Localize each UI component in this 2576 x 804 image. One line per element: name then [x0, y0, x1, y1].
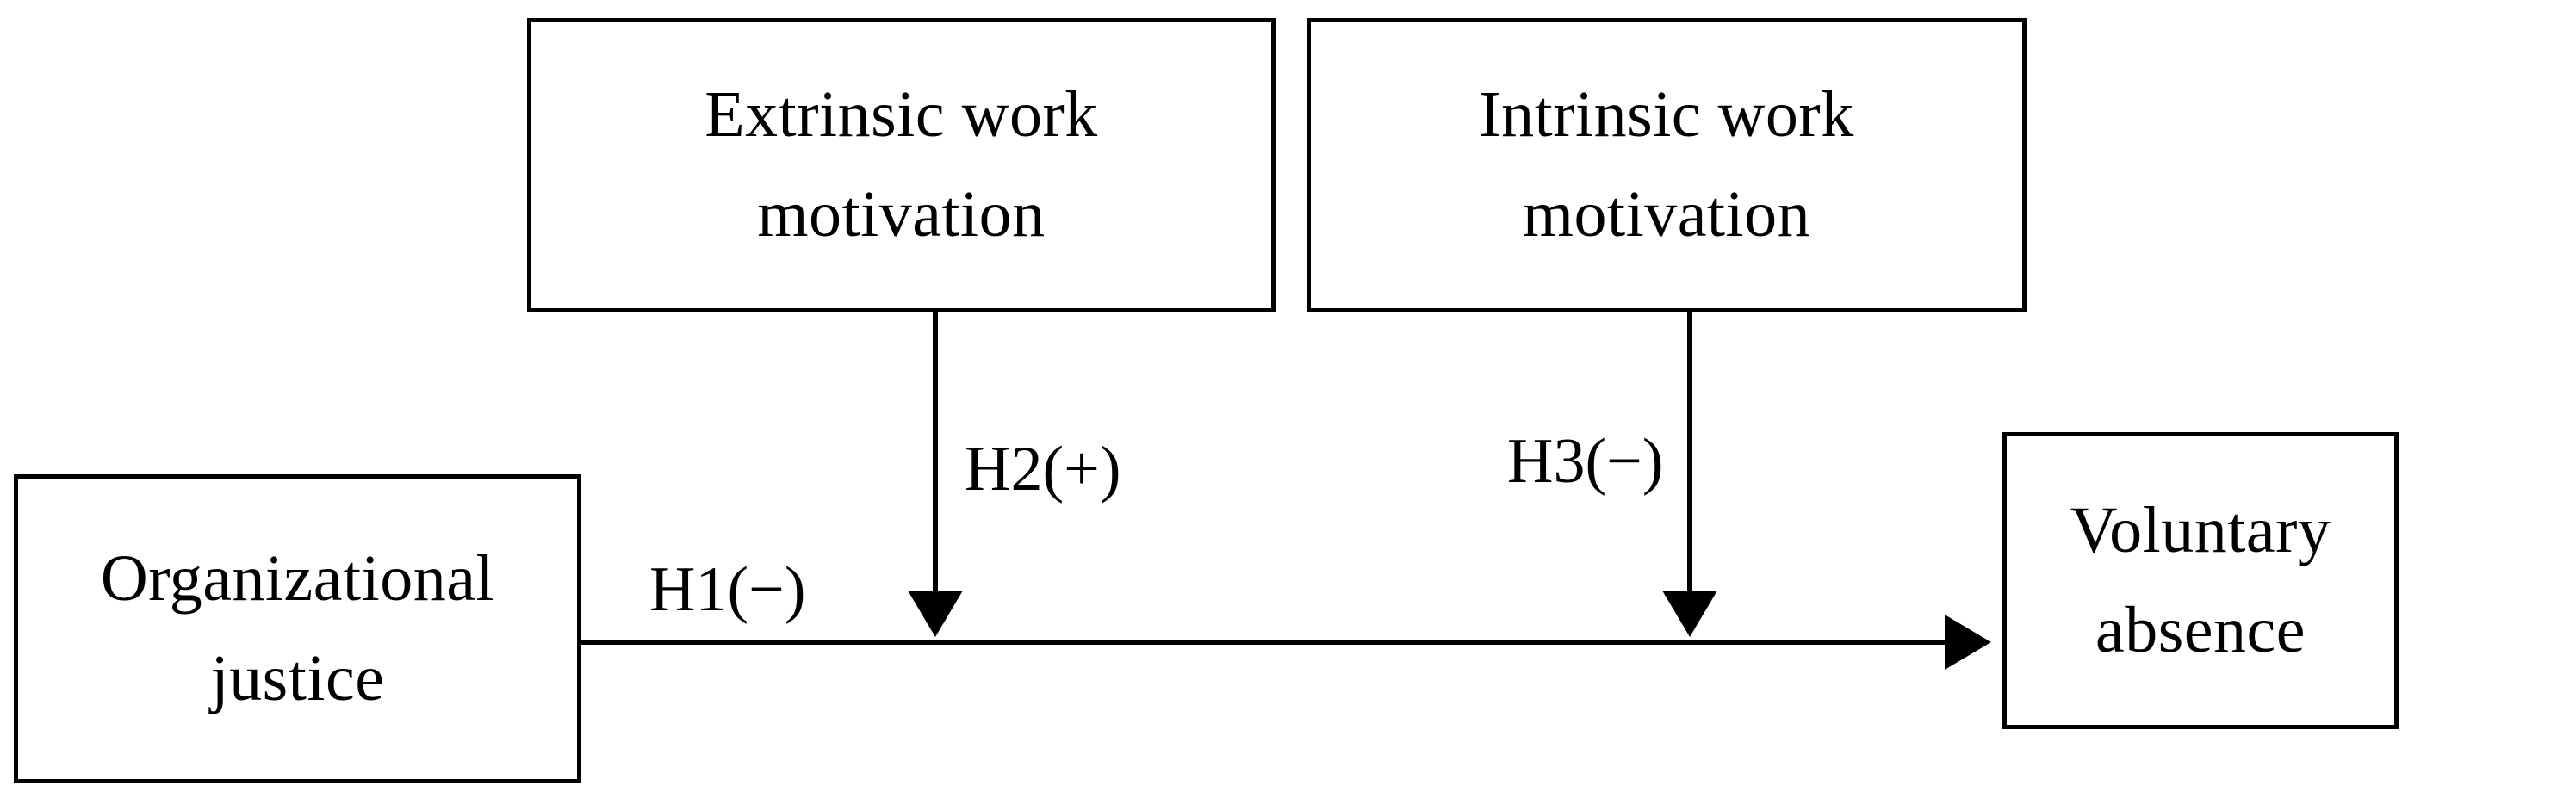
node-intrinsic-work-motivation[interactable]: Intrinsic work motivation [1307, 18, 2027, 312]
node-voluntary-absence[interactable]: Voluntary absence [2002, 432, 2399, 729]
edge-h2-arrowhead [908, 591, 963, 637]
node-label-line1: Voluntary [2070, 493, 2331, 566]
edge-label-h1: H1(−) [649, 554, 806, 625]
node-label-line2: absence [2095, 593, 2306, 666]
node-label-line2: motivation [757, 178, 1046, 250]
edge-label-h3: H3(−) [1507, 426, 1664, 497]
edge-h3-arrowhead [1662, 591, 1717, 637]
node-label-line2: motivation [1522, 178, 1811, 250]
node-label-line1: Extrinsic work [705, 78, 1098, 152]
edge-h1-arrowhead [1945, 615, 1991, 670]
edge-label-h2: H2(+) [965, 434, 1121, 504]
node-organizational-justice[interactable]: Organizational justice [14, 474, 581, 783]
node-label-line2: justice [210, 641, 385, 714]
node-label-line1: Organizational [100, 541, 495, 615]
node-label-line1: Intrinsic work [1479, 78, 1854, 152]
node-extrinsic-work-motivation[interactable]: Extrinsic work motivation [527, 18, 1276, 312]
